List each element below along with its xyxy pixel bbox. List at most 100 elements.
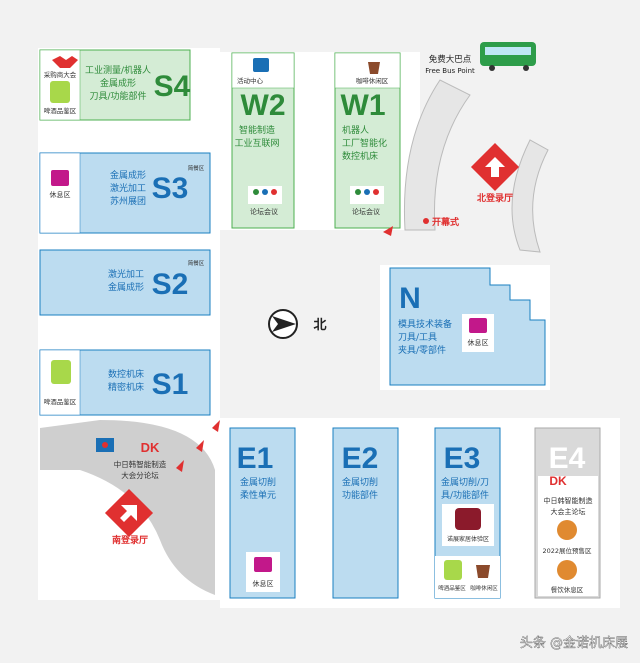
s3-rest-label: 休息区 xyxy=(50,190,71,199)
hall-w2-line2: 工业互联网 xyxy=(234,138,279,149)
rest-area-icon xyxy=(254,557,272,572)
hall-e3-line2: 具/功能部件 xyxy=(441,489,489,501)
hall-n-line2: 刀具/工具 xyxy=(398,332,437,343)
north-entrance-label: 北登录厅 xyxy=(477,192,513,204)
e4-presale-label: 2022展位预售区 xyxy=(542,546,592,555)
hall-w2-code: W2 xyxy=(241,89,286,122)
south-plaza xyxy=(40,420,215,595)
hall-s1[interactable]: S1 数控机床 精密机床 啤酒品鉴区 xyxy=(39,349,211,416)
rest-area-icon xyxy=(469,318,487,333)
hall-e2-code: E2 xyxy=(342,442,379,475)
handshake-icon xyxy=(52,56,78,68)
w1-coffee-label: 咖啡休闲区 xyxy=(356,76,389,85)
w1-forum-label: 论坛会议 xyxy=(352,207,380,216)
south-entrance[interactable]: 南登录厅 xyxy=(104,488,154,546)
hall-s1-line2: 精密机床 xyxy=(108,381,144,393)
hall-n-line3: 夹具/零部件 xyxy=(398,344,446,356)
s4-beer-label: 啤酒品鉴区 xyxy=(44,106,77,115)
hall-w1[interactable]: 咖啡休闲区 W1 机器人 工厂智能化 数控机床 论坛会议 xyxy=(334,52,401,229)
hall-s3[interactable]: S3 金属成形 激光加工 苏州展团 休息区 简餐区 xyxy=(39,152,211,234)
hall-e2-line1: 金属切削 xyxy=(342,476,378,488)
hall-e3-line1: 金属切削/刀 xyxy=(441,476,489,488)
forum-line2: 大会分论坛 xyxy=(121,470,159,480)
e1-rest-label: 休息区 xyxy=(253,579,274,588)
s1-beer-label: 啤酒品鉴区 xyxy=(44,397,77,406)
e4-dining-label: 餐饮休息区 xyxy=(551,585,584,594)
south-entrance-label: 南登录厅 xyxy=(112,534,148,546)
direction-arrows xyxy=(176,226,393,472)
hall-s4[interactable]: S4 工业测量/机器人 金属成形 刀具/功能部件 采购商大会 啤酒品鉴区 xyxy=(39,49,191,121)
hall-e4-code: E4 xyxy=(549,442,586,475)
hall-e4-line2: 大会主论坛 xyxy=(551,507,586,516)
hall-e4[interactable]: E4 DK 中日韩智能制造 大会主论坛 2022展位预售区 餐饮休息区 xyxy=(534,427,601,599)
hall-w2-line1: 智能制造 xyxy=(239,124,275,136)
hall-n-code: N xyxy=(399,282,421,315)
hall-s2-line1: 激光加工 xyxy=(108,268,144,280)
hall-w2[interactable]: 活动中心 W2 智能制造 工业互联网 论坛会议 xyxy=(231,52,295,229)
e3-coffee-label: 咖啡休闲区 xyxy=(470,584,498,592)
compass: 北 xyxy=(268,309,327,339)
north-walkway-2 xyxy=(511,139,549,253)
activity-center-icon xyxy=(253,58,269,72)
bus-point[interactable]: 免费大巴点 Free Bus Point xyxy=(425,42,536,75)
hall-e1-line2: 柔性单元 xyxy=(240,489,276,501)
hall-s4-line2: 金属成形 xyxy=(100,77,136,89)
hall-s3-line2: 激光加工 xyxy=(110,182,146,194)
hall-s2[interactable]: S2 激光加工 金属成形 简餐区 xyxy=(39,249,211,316)
hall-s4-line3: 刀具/功能部件 xyxy=(89,90,146,102)
w2-activity-label: 活动中心 xyxy=(237,76,264,85)
s4-purchaser-label: 采购商大会 xyxy=(44,70,77,79)
hall-s1-code: S1 xyxy=(152,368,189,401)
forum-line1: 中日韩智能制造 xyxy=(114,459,167,469)
entrance-arrow-icon xyxy=(485,157,505,177)
hall-n[interactable]: N 模具技术装备 刀具/工具 夹具/零部件 休息区 xyxy=(389,267,546,386)
compass-north-label: 北 xyxy=(313,318,326,333)
south-forum[interactable]: DK 中日韩智能制造 大会分论坛 xyxy=(96,438,167,480)
s2-snack-label: 简餐区 xyxy=(188,259,205,267)
dining-icon xyxy=(557,560,577,580)
hall-w1-line3: 数控机床 xyxy=(342,150,378,162)
hall-s1-line1: 数控机床 xyxy=(108,368,144,380)
hall-s4-line1: 工业测量/机器人 xyxy=(85,64,151,76)
dk-logo: DK xyxy=(549,474,567,488)
n-rest-label: 休息区 xyxy=(468,338,489,347)
watermark: 头条 @金诺机床展 xyxy=(520,635,628,651)
presale-icon xyxy=(557,520,577,540)
hall-s2-code: S2 xyxy=(152,268,189,301)
coffee-icon xyxy=(476,565,490,578)
hall-e3-code: E3 xyxy=(444,442,481,475)
hall-w1-line2: 工厂智能化 xyxy=(342,137,387,149)
rest-area-icon xyxy=(51,170,69,186)
beer-icon xyxy=(444,560,462,580)
e3-beer-label: 啤酒品鉴区 xyxy=(438,584,466,592)
beer-icon xyxy=(50,81,70,103)
hall-e1[interactable]: E1 金属切削 柔性单元 休息区 xyxy=(229,427,296,599)
hall-s2-line2: 金属成形 xyxy=(108,281,144,293)
coffee-icon xyxy=(368,62,380,74)
north-walkway xyxy=(403,79,471,231)
e3-furniture-label: 诺展家居体验区 xyxy=(447,535,489,543)
hall-e2[interactable]: E2 金属切削 功能部件 xyxy=(332,427,399,599)
furniture-icon xyxy=(455,508,481,530)
hall-e4-line1: 中日韩智能制造 xyxy=(544,496,593,505)
hall-s4-code: S4 xyxy=(154,70,191,103)
beer-icon xyxy=(51,360,71,384)
hall-w1-line1: 机器人 xyxy=(342,124,369,136)
hall-n-line1: 模具技术装备 xyxy=(398,318,452,330)
hall-e3[interactable]: E3 金属切削/刀 具/功能部件 诺展家居体验区 啤酒品鉴区 咖啡休闲区 xyxy=(434,427,501,599)
hall-e1-code: E1 xyxy=(237,442,274,475)
hall-e2-line2: 功能部件 xyxy=(342,489,378,501)
north-entrance[interactable]: 北登录厅 xyxy=(470,142,520,204)
location-dot-icon xyxy=(423,218,429,224)
bus-label-en: Free Bus Point xyxy=(425,67,475,75)
opening-label: 开幕式 xyxy=(432,216,459,228)
hall-w1-code: W1 xyxy=(341,89,386,122)
hall-e1-line1: 金属切削 xyxy=(240,476,276,488)
opening-ceremony[interactable]: 开幕式 xyxy=(423,216,459,228)
s3-snack-label: 简餐区 xyxy=(188,164,205,172)
hall-s3-code: S3 xyxy=(152,172,189,205)
hall-s3-line3: 苏州展团 xyxy=(110,195,146,207)
w2-forum-label: 论坛会议 xyxy=(250,207,278,216)
dk-logo: DK xyxy=(141,440,160,455)
